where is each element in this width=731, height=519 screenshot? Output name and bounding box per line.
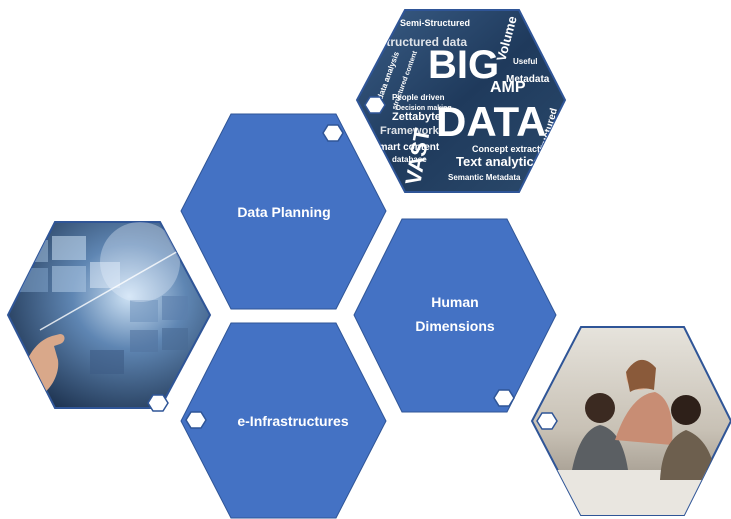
big-data-word-cloud-image: Semi-Structured unstructured data BIG DA… [355, 9, 567, 193]
big-data-word: Useful [513, 57, 537, 66]
hexagon-e-infrastructures: e-Infrastructures [180, 322, 387, 519]
big-data-word: Concept extraction [472, 144, 554, 154]
big-data-word: Metadata [506, 74, 550, 85]
big-data-word: Decision making [396, 105, 452, 112]
big-data-word: Framework [380, 125, 440, 137]
human-dimensions-label-line2: Dimensions [415, 318, 495, 334]
big-data-word: Semi-Structured [400, 18, 470, 28]
hexagon-human-dimensions: Human Dimensions [353, 218, 557, 413]
big-data-word: Semantic Metadata [448, 173, 521, 182]
big-data-word: Zettabyte [392, 111, 441, 123]
big-data-word: People driven [392, 93, 445, 102]
big-data-word: BIG [428, 43, 499, 87]
human-dimensions-label-line1: Human [431, 294, 478, 310]
team-meeting-photo [530, 326, 731, 516]
big-data-word: DATA [436, 98, 546, 145]
big-data-word: AMP [490, 79, 526, 96]
e-infrastructures-label: e-Infrastructures [237, 413, 348, 429]
badge-hexagon [536, 412, 558, 430]
badge-hexagon [493, 389, 515, 407]
big-data-word: Text analytics [456, 154, 541, 169]
hexagon-data-planning: Data Planning [180, 113, 387, 310]
badge-hexagon [185, 411, 207, 429]
badge-hexagon [147, 394, 169, 412]
big-data-word: database [392, 155, 427, 164]
data-planning-label: Data Planning [237, 204, 330, 220]
badge-hexagon [322, 124, 344, 142]
big-data-word: unstructured data [365, 35, 467, 49]
touchscreen-technology-image [6, 221, 212, 409]
badge-hexagon [364, 96, 386, 114]
big-data-word: Smart content [372, 142, 440, 153]
